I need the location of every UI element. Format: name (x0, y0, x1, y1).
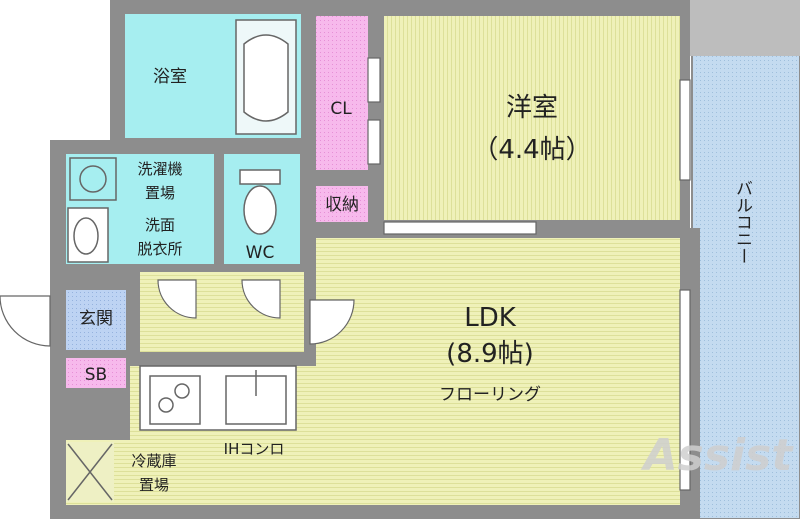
western-size-label: （4.4帖） (472, 135, 591, 165)
wash-label-2: 脱衣所 (137, 240, 182, 258)
closet (316, 16, 368, 170)
stove-label: IHコンロ (224, 440, 285, 458)
fridge-label-1: 冷蔵庫 (131, 452, 176, 470)
western-name-label: 洋室 (506, 93, 558, 123)
ldk-floor-label: フローリング (439, 385, 541, 405)
storage (316, 186, 368, 222)
toilet-label: WC (246, 243, 275, 263)
bathtub-basin (243, 34, 289, 122)
toilet-door (241, 279, 281, 319)
storage-label: 収納 (325, 195, 359, 215)
doors (0, 57, 691, 491)
entrance (66, 290, 126, 350)
washroom-door (157, 279, 197, 319)
ldk-size-label: (8.9帖) (446, 339, 534, 369)
washer-label-1: 洗濯機 (137, 160, 182, 178)
balcony (691, 54, 800, 519)
closet-label: CL (330, 99, 352, 119)
bath-label: 浴室 (153, 67, 187, 87)
fixtures (67, 19, 297, 501)
ldk-window (679, 289, 691, 491)
ih-burner-icon (158, 397, 174, 413)
ldk-room (66, 238, 680, 505)
western-room (384, 16, 680, 220)
closet-door-upper (367, 57, 381, 103)
fridge-label-2: 置場 (139, 476, 169, 494)
ldk-door (309, 299, 355, 345)
entrance-label: 玄関 (79, 309, 113, 329)
entrance-door (0, 295, 51, 347)
ldk-name-label: LDK (464, 303, 517, 333)
western-sliding-door (383, 221, 537, 235)
shoe-box (66, 358, 126, 388)
toilet-bowl (243, 185, 277, 235)
washer-label-2: 置場 (145, 184, 175, 202)
wash-label-1: 洗面 (145, 216, 175, 234)
closet-door-lower (367, 119, 381, 165)
bath-room (125, 14, 231, 138)
western-window (679, 79, 691, 181)
shoebox-label: SB (85, 365, 107, 385)
toilet-tank (239, 169, 281, 185)
balcony-label: バルコニー (732, 180, 752, 265)
assist-watermark: Assist (641, 430, 795, 481)
balcony-roof (690, 0, 800, 56)
